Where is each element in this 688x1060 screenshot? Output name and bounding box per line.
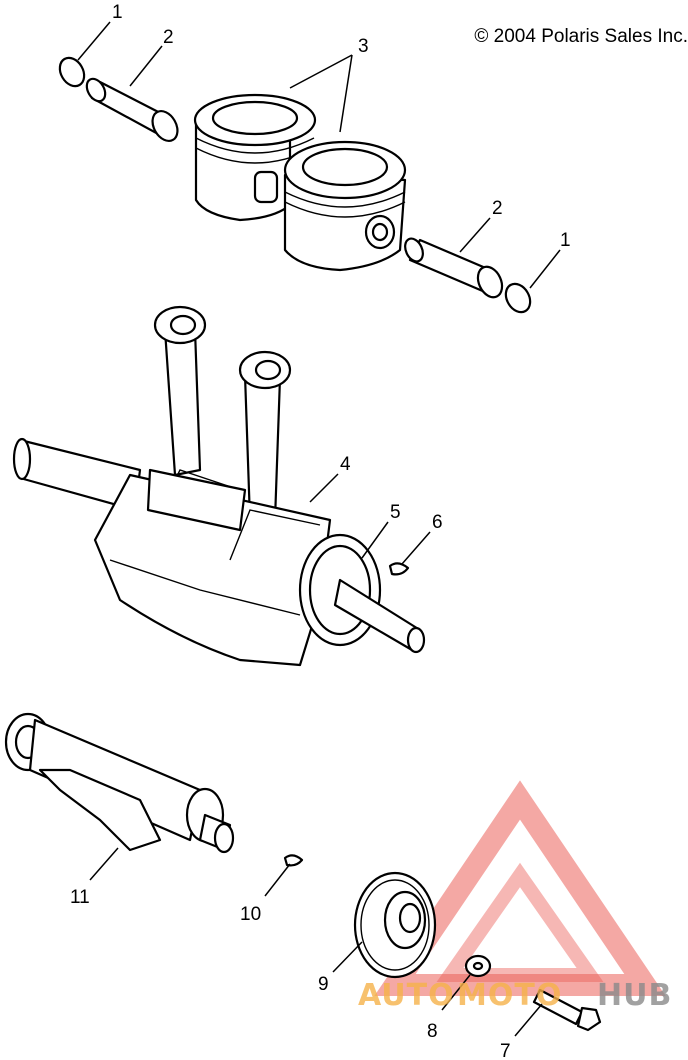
callout-10: 10: [240, 904, 261, 925]
copyright-notice: © 2004 Polaris Sales Inc.: [474, 26, 688, 47]
piston-ring-1-left: [58, 56, 86, 88]
watermark-hub: HUB: [597, 978, 672, 1013]
callout-8: 8: [427, 1021, 438, 1042]
watermark-auto: AUTO: [358, 978, 455, 1013]
key-6: [388, 562, 410, 576]
leader-lines: [77, 21, 561, 1037]
callout-2-right: 2: [492, 198, 503, 219]
key-10: [283, 854, 304, 867]
callout-3: 3: [358, 36, 369, 57]
watermark-triangle-outer: [374, 780, 666, 996]
watermark-logo: [374, 780, 666, 996]
callout-4: 4: [340, 454, 351, 475]
watermark-moto: MOTO: [457, 978, 562, 1013]
callout-7: 7: [500, 1041, 511, 1060]
callout-1-right: 1: [560, 230, 571, 251]
watermark-text: AUTO MOTO HUB: [358, 978, 672, 1013]
callout-1-top-left: 1: [112, 2, 123, 23]
callout-2-top-left: 2: [163, 27, 174, 48]
callouts: 1 2 3 2 1 4 5 6 11 10 9 8 7: [70, 2, 571, 1060]
watermark-triangle-inner: [436, 862, 604, 982]
balance-gear-9: [353, 871, 437, 979]
piston-pin-2-right: [404, 237, 504, 299]
piston-3-front: [283, 140, 407, 272]
callout-5: 5: [390, 502, 401, 523]
washer-8: [464, 954, 492, 978]
bolt-7: [532, 988, 602, 1032]
callout-11: 11: [70, 887, 90, 908]
callout-6: 6: [432, 512, 443, 533]
callout-9: 9: [318, 974, 329, 995]
crankshaft-assembly-4: [12, 305, 426, 667]
balance-shaft-11: [4, 712, 235, 854]
piston-ring-1-right: [504, 282, 532, 314]
piston-pin-2-left: [85, 77, 179, 143]
